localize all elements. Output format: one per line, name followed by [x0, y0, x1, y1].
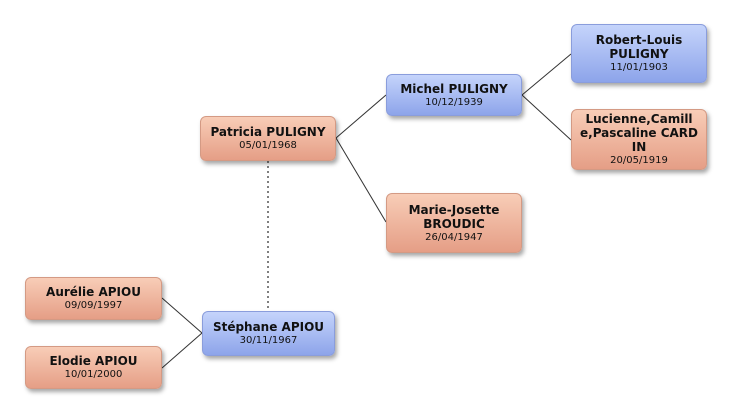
link-patricia-marie: [335, 137, 387, 223]
person-name: Aurélie APIOU: [46, 285, 141, 299]
person-name: Stéphane APIOU: [212, 320, 325, 334]
person-card-marie[interactable]: Marie-Josette BROUDIC 26/04/1947: [386, 193, 522, 253]
person-name: Patricia PULIGNY: [210, 125, 326, 139]
person-date: 20/05/1919: [610, 155, 668, 166]
person-card-lucienne[interactable]: Lucienne,Camille,Pascaline CARDIN 20/05/…: [571, 109, 707, 170]
person-card-patricia[interactable]: Patricia PULIGNY 05/01/1968: [200, 116, 336, 161]
link-stephane-elodie: [161, 332, 203, 369]
link-michel-lucienne: [521, 94, 572, 141]
person-name: Michel PULIGNY: [400, 81, 508, 96]
person-date: 30/11/1967: [239, 335, 298, 346]
person-date: 10/12/1939: [425, 96, 483, 108]
person-card-michel[interactable]: Michel PULIGNY 10/12/1939: [386, 74, 522, 116]
person-date: 26/04/1947: [425, 231, 483, 243]
person-card-aurelie[interactable]: Aurélie APIOU 09/09/1997: [25, 277, 162, 320]
person-name: Marie-Josette BROUDIC: [408, 202, 500, 231]
link-michel-robert: [521, 53, 572, 96]
person-name: Elodie APIOU: [49, 354, 138, 368]
person-card-elodie[interactable]: Elodie APIOU 10/01/2000: [25, 346, 162, 389]
person-date: 10/01/2000: [64, 369, 123, 380]
person-name: Robert-Louis PULIGNY: [595, 33, 683, 61]
person-card-stephane[interactable]: Stéphane APIOU 30/11/1967: [202, 311, 335, 356]
person-card-robert[interactable]: Robert-Louis PULIGNY 11/01/1903: [571, 24, 707, 83]
person-date: 09/09/1997: [64, 300, 123, 311]
link-patricia-michel: [335, 94, 387, 139]
person-date: 11/01/1903: [610, 62, 668, 73]
link-stephane-aurelie: [161, 297, 203, 334]
person-name: Lucienne,Camille,Pascaline CARDIN: [580, 112, 699, 154]
person-date: 05/01/1968: [239, 140, 297, 151]
